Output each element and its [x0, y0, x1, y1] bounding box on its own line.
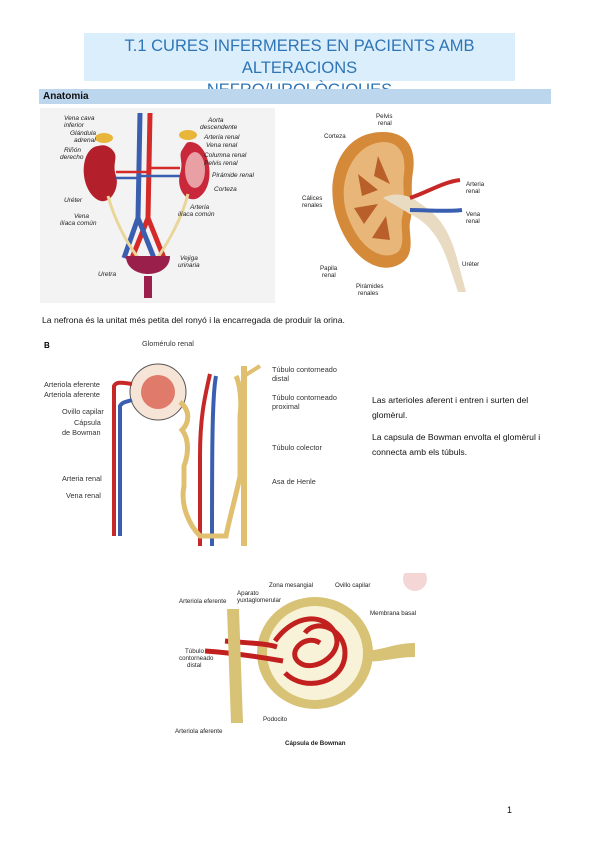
- label-renal-4: renal: [322, 272, 336, 279]
- label-podocito: Podocito: [263, 716, 288, 723]
- label-tubulo-distal: Túbulo contorneado: [272, 365, 337, 374]
- label-arteriola-aferente: Arteriola aferente: [44, 390, 100, 399]
- label-contorneado-2: contorneado: [179, 655, 214, 662]
- label-renal-2: renal: [466, 188, 480, 195]
- label-glandula: Glándula: [70, 130, 96, 137]
- urinary-system-figure: Vena cava inferior Glándula adrenal Riñó…: [40, 108, 275, 303]
- label-rinon: Riñón: [64, 147, 81, 154]
- label-vena-renal-3: Vena renal: [66, 491, 101, 500]
- label-capsula: Cápsula: [74, 418, 102, 427]
- label-arteria-renal-3: Arteria renal: [62, 474, 102, 483]
- label-ureter-2: Uréter: [462, 261, 479, 268]
- label-pelvis: Pelvis: [376, 113, 393, 120]
- title-line-1: T.1 CURES INFERMERES EN PACIENTS AMB ALT…: [124, 37, 475, 77]
- paragraph-nefrona: La nefrona és la unitat més petita del r…: [42, 315, 345, 325]
- label-piramide-renal: Pirámide renal: [212, 172, 254, 179]
- paragraph-arterioles: Las arterioles aferent i entren i surten…: [372, 395, 529, 420]
- label-arteriola-eferente-2: Arteriola eferente: [179, 598, 227, 605]
- label-arteria-renal: Arteria renal: [203, 134, 240, 141]
- label-ovillo: Ovillo capilar: [62, 407, 104, 416]
- label-asa-henle: Asa de Henle: [272, 477, 316, 486]
- label-columna-renal: Columna renal: [204, 152, 247, 159]
- label-adrenal: adrenal: [74, 137, 96, 144]
- label-aorta: Aorta: [207, 117, 224, 124]
- label-iliaca-comun-left: ilíaca común: [60, 220, 97, 227]
- label-arteria-2: Arteria: [466, 181, 485, 188]
- label-capsula-bowman-2: Cápsula de Bowman: [285, 740, 346, 747]
- section-heading: Anatomia: [39, 89, 551, 104]
- label-tubulo-proximal: Túbulo contorneado: [272, 393, 337, 402]
- label-vena-cava: Vena cava: [64, 115, 95, 122]
- label-renal-1: renal: [378, 120, 392, 127]
- label-corteza-2: Corteza: [324, 133, 346, 140]
- label-uretra: Uretra: [98, 271, 116, 278]
- label-proximal: proximal: [272, 402, 300, 411]
- label-descendente: descendente: [200, 124, 238, 131]
- paragraph-capsula: La capsula de Bowman envolta el glomèrul…: [372, 432, 541, 457]
- label-ovillo-capilar: Ovillo capilar: [335, 582, 370, 589]
- figure-letter: B: [44, 341, 50, 350]
- nephron-figure: B Glomérulo renal Arteriola eferente Art…: [44, 339, 337, 547]
- label-renal-3: renal: [466, 218, 480, 225]
- label-papila: Papila: [320, 265, 338, 272]
- label-pelvis-renal: Pelvis renal: [204, 160, 238, 167]
- label-urinaria: urinaria: [178, 262, 200, 269]
- label-distal: distal: [272, 374, 289, 383]
- label-distal-2: distal: [187, 662, 201, 669]
- label-membrana-basal: Membrana basal: [370, 610, 416, 617]
- label-aparato: Aparato: [237, 590, 259, 597]
- label-piramides: Pirámides: [356, 283, 384, 290]
- label-arteria: Arteria: [189, 204, 210, 211]
- label-derecho: derecho: [60, 154, 84, 161]
- label-renales-1: renales: [302, 202, 322, 209]
- label-tubulo-colector: Túbulo colector: [272, 443, 322, 452]
- label-ureter: Uréter: [64, 197, 83, 204]
- label-calices: Cálices: [302, 195, 322, 202]
- label-tubulo-2: Túbulo: [185, 648, 204, 655]
- kidney-section-figure: Pelvis renal Corteza Arteria renal Cálic…: [302, 113, 485, 297]
- label-arteriola-aferente-2: Arteriola aferente: [175, 728, 223, 735]
- label-vena-renal: Vena renal: [206, 142, 238, 149]
- label-renales-2: renales: [358, 290, 378, 297]
- label-iliaca-comun-right: ilíaca común: [178, 211, 215, 218]
- label-yuxtaglomerular: yuxtaglomerular: [237, 597, 281, 604]
- label-vena-2: Vena: [466, 211, 481, 218]
- label-vejiga: Vejiga: [180, 255, 198, 262]
- label-corteza: Corteza: [214, 186, 237, 193]
- label-inferior: inferior: [64, 122, 85, 129]
- label-de-bowman: de Bowman: [62, 428, 101, 437]
- page-number: 1: [507, 805, 513, 815]
- label-zona-mesangial: Zona mesangial: [269, 582, 313, 589]
- label-glomerulo: Glomérulo renal: [142, 339, 194, 348]
- label-arteriola-eferente: Arteriola eferente: [44, 380, 100, 389]
- document-title: T.1 CURES INFERMERES EN PACIENTS AMB ALT…: [84, 33, 515, 99]
- label-vena: Vena: [74, 213, 89, 220]
- glomerulus-figure: Zona mesangial Ovillo capilar Arteriola …: [175, 573, 427, 747]
